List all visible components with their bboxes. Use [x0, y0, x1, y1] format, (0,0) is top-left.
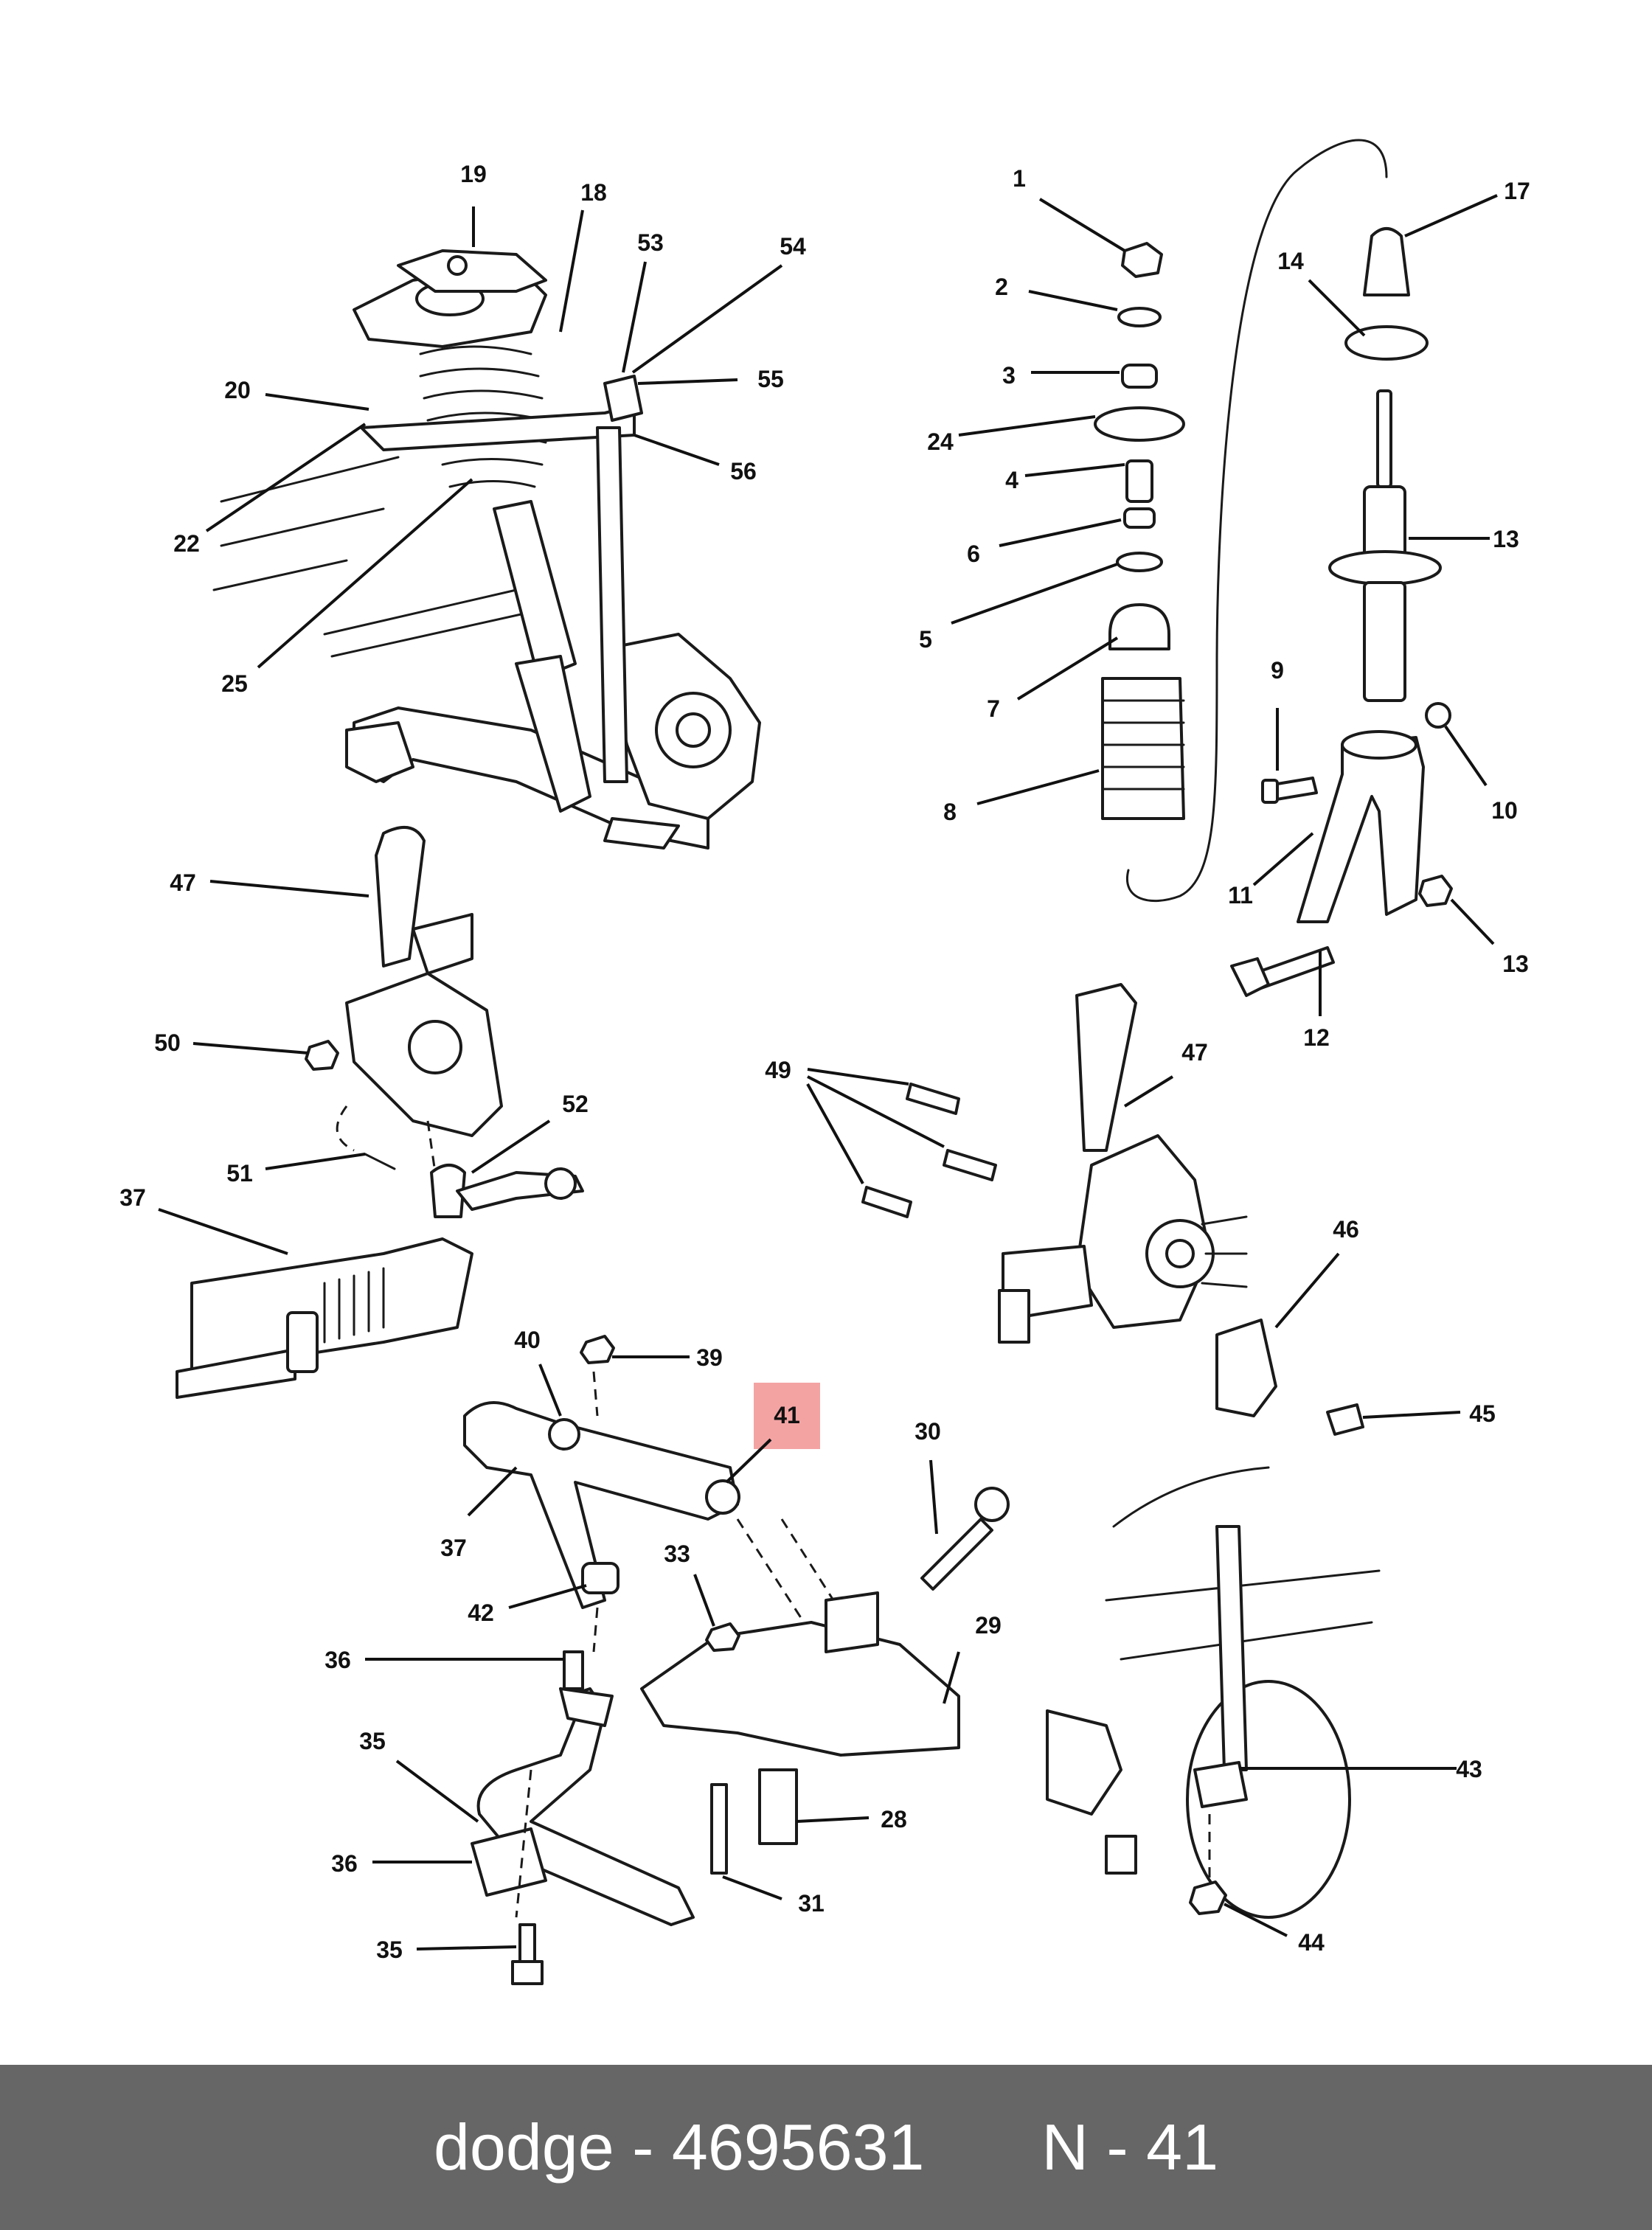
caption-bar: dodge - 4695631 N - 41	[0, 2065, 1652, 2230]
strut-knuckle-assembly	[212, 249, 761, 850]
callout-51: 51	[226, 1160, 253, 1187]
callout-29: 31	[798, 1890, 825, 1917]
callout-8: 8	[943, 799, 957, 825]
callout-54: 54	[780, 233, 806, 260]
callout-46: 46	[1333, 1216, 1359, 1243]
callout-19: 18	[580, 179, 607, 206]
callout-43: 43	[1456, 1756, 1482, 1782]
callout-47-right: 47	[1181, 1039, 1208, 1066]
callout-37-bottom: 37	[440, 1535, 467, 1561]
caption-brand: dodge	[433, 2111, 614, 2184]
callout-3: 3	[1002, 362, 1016, 389]
caption-part-number: 4695631	[671, 2111, 925, 2184]
callout-25: 25	[221, 670, 248, 697]
caption-ref-number: 41	[1146, 2111, 1219, 2184]
callout-42: 42	[468, 1599, 494, 1626]
callout-9: 9	[1271, 657, 1284, 684]
callout-47-left: 47	[170, 869, 196, 896]
callout-23: 22	[173, 530, 200, 557]
callout-7: 7	[987, 695, 1000, 722]
callout-50: 50	[154, 1029, 181, 1056]
callout-53: 53	[637, 229, 664, 256]
callout-40: 40	[514, 1327, 541, 1353]
callout-20: 19	[460, 161, 487, 187]
callout-33: 36	[331, 1850, 358, 1877]
callout-27: 29	[975, 1612, 1002, 1639]
leader-lines	[158, 194, 1498, 1951]
callout-11: 11	[1228, 882, 1253, 909]
callout-18: 17	[1504, 178, 1530, 204]
callout-10: 10	[1491, 797, 1518, 824]
callout-26: 28	[881, 1806, 907, 1833]
highlight-box	[754, 1383, 820, 1449]
callout-55: 55	[757, 366, 784, 392]
callout-24: 24	[927, 428, 954, 455]
callout-1: 1	[1013, 165, 1026, 192]
callout-45: 45	[1469, 1400, 1496, 1427]
callout-5: 5	[919, 626, 932, 653]
callout-31: 35	[359, 1728, 386, 1754]
callout-13: 13	[1502, 951, 1529, 977]
callout-12: 12	[1303, 1024, 1330, 1051]
steering-tie-rod-assembly	[176, 826, 584, 1399]
callout-4: 4	[1005, 467, 1018, 493]
callout-39: 39	[696, 1344, 723, 1371]
callout-28: 30	[914, 1418, 941, 1445]
lower-control-arm-assembly	[463, 1335, 1010, 1985]
parts-diagram: 19 18 53 54 55 56 20 22 25 1 2 3 24 4 6 …	[119, 139, 1530, 1985]
callout-56: 56	[730, 458, 757, 484]
callout-30: 33	[664, 1540, 690, 1567]
callout-14: 13	[1493, 526, 1519, 552]
caption-ref-separator: -	[1106, 2111, 1128, 2184]
callout-52: 52	[562, 1091, 589, 1117]
caption-text: dodge - 4695631 N - 41	[434, 2110, 1218, 2185]
knuckle-hub-assembly	[861, 983, 1364, 1436]
callout-49: 49	[765, 1057, 791, 1083]
callout-41: 41	[774, 1402, 800, 1428]
callout-17: 14	[1277, 248, 1304, 274]
callout-6: 6	[967, 541, 980, 567]
callout-37-top: 37	[119, 1184, 146, 1211]
callout-2: 2	[995, 274, 1008, 300]
caption-separator: -	[632, 2111, 654, 2184]
strut-exploded-view	[1094, 139, 1453, 997]
callout-35: 35	[376, 1937, 403, 1963]
callout-labels: 19 18 53 54 55 56 20 22 25 1 2 3 24 4 6 …	[119, 161, 1530, 1963]
callout-22: 20	[224, 377, 251, 403]
callout-36: 36	[324, 1647, 351, 1673]
caption-ref-prefix: N	[1041, 2111, 1089, 2184]
callout-44: 44	[1298, 1929, 1325, 1956]
installed-view	[1046, 1466, 1381, 1919]
